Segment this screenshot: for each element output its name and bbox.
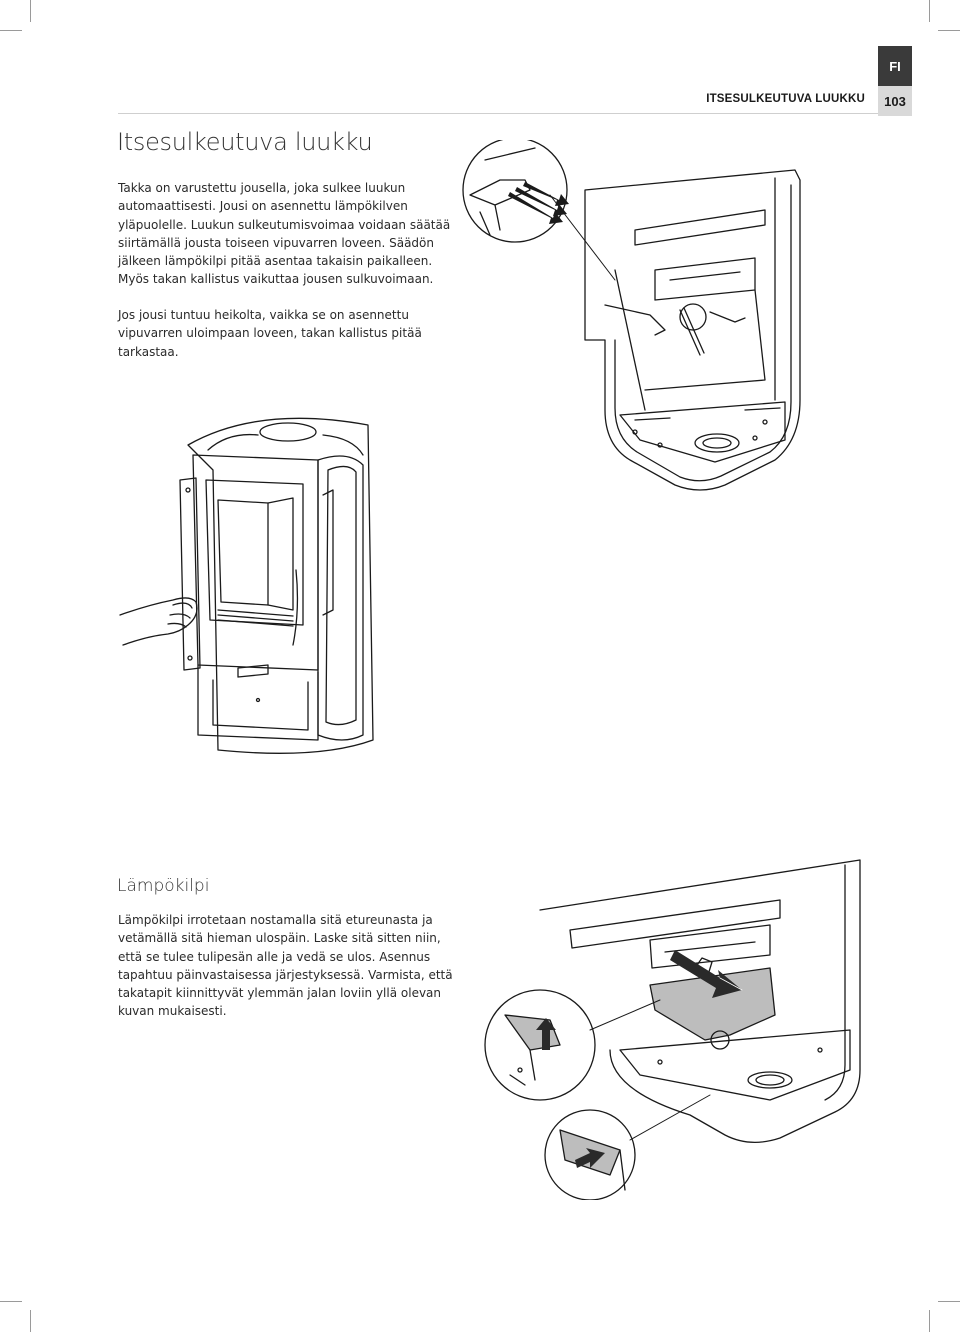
crop-mark (30, 0, 31, 22)
crop-mark (0, 1301, 22, 1302)
crop-mark (30, 1310, 31, 1332)
crop-mark (938, 30, 960, 31)
language-tab: FI (878, 46, 912, 86)
page-number: 103 (878, 86, 912, 116)
page-title: Itsesulkeutuva luukku (117, 128, 373, 156)
stove-door-illustration (119, 417, 374, 754)
section-title: Lämpökilpi (117, 876, 210, 896)
crop-mark (929, 0, 930, 22)
spring-note-paragraph: Jos jousi tuntuu heikolta, vaikka se on … (118, 308, 422, 359)
crop-mark (938, 1301, 960, 1302)
running-header: ITSESULKEUTUVA LUUKKU (706, 93, 865, 105)
heat-shield-paragraph: Lämpökilpi irrotetaan nostamalla sitä et… (118, 913, 453, 1019)
spring-adjustment-illustration (462, 140, 801, 491)
crop-mark (929, 1310, 930, 1332)
heat-shield-illustration (484, 859, 861, 1200)
crop-mark (0, 30, 22, 31)
intro-paragraph: Takka on varustettu jousella, joka sulke… (118, 181, 451, 287)
header-divider (118, 113, 878, 114)
